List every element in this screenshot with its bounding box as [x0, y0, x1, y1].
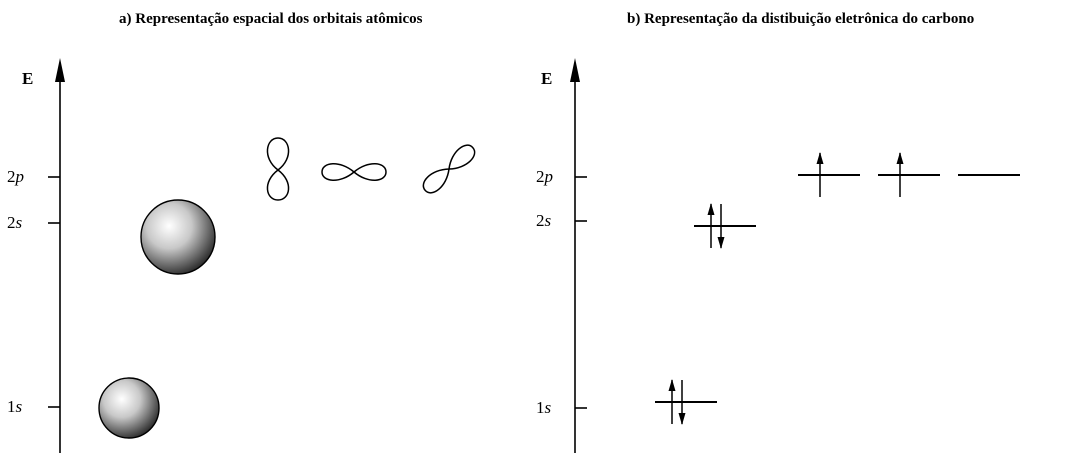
axis-arrowhead-a [55, 58, 65, 82]
level-label-1s-a: 1s [7, 397, 23, 416]
axis-label-b: E [541, 69, 552, 88]
electron-2p-1-head [816, 152, 824, 164]
electron-2p-2-head [896, 152, 904, 164]
orbital-1s-sphere [98, 377, 160, 439]
orbital-2p-vertical [266, 137, 290, 201]
level-label-1s-b: 1s [536, 398, 552, 417]
electron-1s-1-b-head [678, 413, 686, 425]
panel-b-title: b) Representação da distibuição eletrôni… [627, 11, 975, 27]
electron-configuration [655, 152, 1020, 425]
level-label-2s-a: 2s [7, 213, 23, 232]
electron-2s-1-a-head [707, 203, 715, 215]
axis-label-a: E [22, 69, 33, 88]
level-label-2p-b: 2p [536, 167, 553, 186]
level-label-2p-a: 2p [7, 167, 24, 186]
electron-1s-1-a-head [668, 379, 676, 391]
orbital-2p-diagonal [422, 144, 476, 194]
orbital-2s-sphere [140, 199, 216, 275]
electron-2s-1-b-head [717, 237, 725, 249]
axis-arrowhead-b [570, 58, 580, 82]
panel-a: E 2p 2s 1s [7, 58, 476, 453]
panel-a-title: a) Representação espacial dos orbitais a… [119, 11, 423, 27]
orbitals-2p [266, 137, 476, 201]
panel-b: E 2p 2s 1s [536, 58, 1020, 453]
level-label-2s-b: 2s [536, 211, 552, 230]
orbital-2p-horizontal [321, 163, 387, 181]
